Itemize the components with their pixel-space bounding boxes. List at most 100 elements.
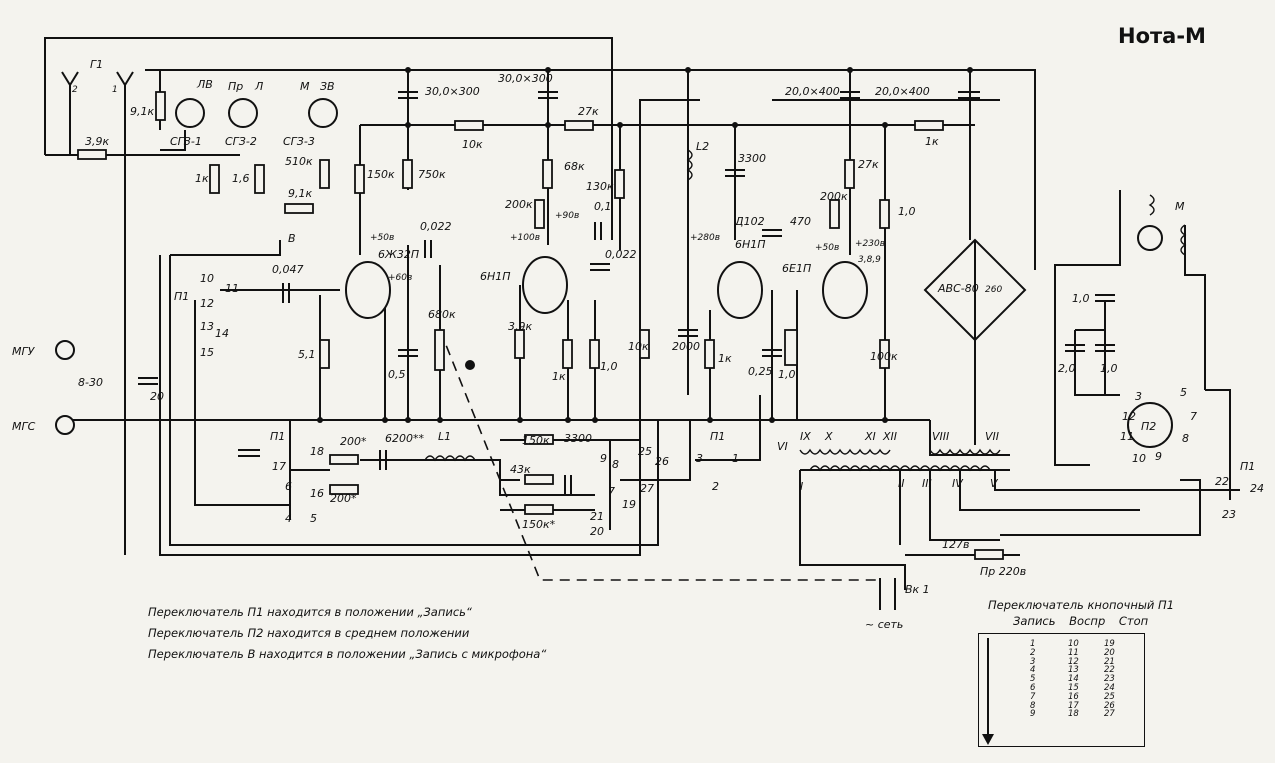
label-v-280: +280в [690, 233, 720, 243]
label-motor: М [1175, 200, 1185, 213]
label-p1-7: 7 [608, 485, 615, 498]
label-sgz1: СГЗ-1 [170, 135, 202, 148]
label-p1-9: 9 [600, 452, 607, 465]
label-r-27k-a: 27к [578, 105, 599, 118]
label-mgs: МГС [12, 420, 36, 433]
label-c-20x400-a: 20,0×400 [785, 85, 840, 98]
label-ant1: 1 [112, 85, 118, 95]
label-r-10: 1,0 [898, 205, 916, 218]
label-l1: L1 [438, 430, 451, 443]
label-p2-10: 10 [1132, 452, 1146, 465]
label-r-16: 1,6 [232, 172, 250, 185]
label-tube2: 6Н1П [480, 270, 511, 283]
label-p2-7: 7 [1190, 410, 1197, 423]
label-bridge: АВС-80 [937, 282, 979, 295]
label-r-43k: 43к [510, 463, 531, 476]
label-r-1k-b: 1к [925, 135, 939, 148]
label-r-200k-b: 200к [820, 190, 848, 203]
label-p1-13: 13 [200, 320, 214, 333]
vacuum-tubes [175, 98, 1173, 448]
tube-6n1p-a [522, 256, 568, 314]
mgu-jack [55, 340, 75, 360]
tube-6e1p [822, 261, 868, 319]
label-tr-V: V [990, 477, 999, 490]
label-v-50b: +50в [815, 243, 839, 253]
mode-record: Запись [1013, 614, 1056, 628]
label-p1-25: 25 [638, 445, 652, 458]
label-c-01: 0,1 [594, 200, 612, 213]
label-p1-17: 17 [272, 460, 286, 473]
label-tr-X: X [824, 430, 833, 443]
label-c-3300-b: 3300 [564, 432, 592, 445]
label-c-470: 470 [790, 215, 811, 228]
label-tube3: 6Н1П [735, 238, 766, 251]
label-r-27k-b: 27к [858, 158, 879, 171]
label-p2-3: 3 [1135, 390, 1142, 403]
label-tube1: 6Ж32П [378, 248, 419, 261]
label-r-150k-b: 150к [522, 434, 550, 447]
label-v-60: +60в [388, 273, 412, 283]
label-fuse: Пр 220в [980, 565, 1026, 578]
label-p1-27: 27 [640, 482, 654, 495]
label-sgz3: СГЗ-3 [283, 135, 315, 148]
label-ant2: 2 [72, 85, 78, 95]
label-p1-21: 21 [590, 510, 604, 523]
label-p1-24: 24 [1250, 482, 1264, 495]
label-l-jack: Л [254, 80, 263, 93]
label-r-39k: 3,9к [85, 135, 109, 148]
label-c-3300-a: 3300 [738, 152, 766, 165]
label-pins389: 3,8,9 [858, 255, 881, 265]
label-zv: ЗВ [320, 80, 335, 93]
label-tr-VII: VII [985, 430, 999, 443]
label-tr-VI: VI [777, 440, 788, 453]
label-c-10-a: 1,0 [1072, 292, 1090, 305]
label-tr-I: I [800, 480, 803, 493]
label-r-130k: 130к [586, 180, 614, 193]
label-r-200-a: 200* [340, 435, 367, 448]
label-sgz2: СГЗ-2 [225, 135, 257, 148]
label-p1-23: 23 [1222, 508, 1236, 521]
label-r-200-b: 200* [330, 492, 357, 505]
label-c-0022-b: 0,022 [605, 248, 637, 261]
label-pr: Пр [228, 80, 243, 93]
label-p2-8: 8 [1182, 432, 1189, 445]
label-p1-15: 15 [200, 346, 214, 359]
label-p2-12: 12 [1122, 410, 1136, 423]
label-p1-16: 16 [310, 487, 324, 500]
wiring [44, 37, 1240, 610]
label-c-30x300-a: 30,0×300 [425, 85, 480, 98]
junctions [55, 67, 973, 435]
label-p1-1: 1 [732, 452, 739, 465]
switch-table [978, 633, 1145, 747]
label-r-150k-c: 150к* [522, 518, 556, 531]
label-p1-8: 8 [612, 458, 619, 471]
label-p1-6: 6 [285, 480, 292, 493]
label-r-150k-a: 150к [367, 168, 395, 181]
label-r-05: 0,5 [388, 368, 406, 381]
label-tr-XII: XII [882, 430, 897, 443]
label-r-91k: 9,1к [130, 105, 154, 118]
label-r-750k: 750к [418, 168, 446, 181]
label-r-10k-b: 10к [628, 340, 649, 353]
antennas [61, 71, 134, 87]
label-p1: П1 [710, 430, 725, 443]
note-v: Переключатель В находится в положении „З… [148, 647, 547, 661]
note-p1: Переключатель П1 находится в положении „… [148, 605, 472, 619]
label-p1-12: 12 [200, 297, 214, 310]
label-c-2000: 2000 [672, 340, 700, 353]
label-v-127: 127в [942, 538, 969, 551]
label-p1-11: 11 [225, 282, 239, 295]
label-r-39k-b: 3,9к [508, 320, 532, 333]
label-tr-XI: XI [864, 430, 876, 443]
label-p1: П1 [174, 290, 189, 303]
gang-link [439, 329, 880, 581]
label-r-10-b: 1,0 [600, 360, 618, 373]
label-r-91k-b: 9,1к [288, 187, 312, 200]
label-c-10-b: 1,0 [1100, 362, 1118, 375]
label-r-51: 5,1 [298, 348, 316, 361]
label-p1: П1 [1240, 460, 1255, 473]
switch-table-modes: Запись Воспр Стоп [1013, 614, 1158, 628]
label-p1-22: 22 [1215, 475, 1229, 488]
